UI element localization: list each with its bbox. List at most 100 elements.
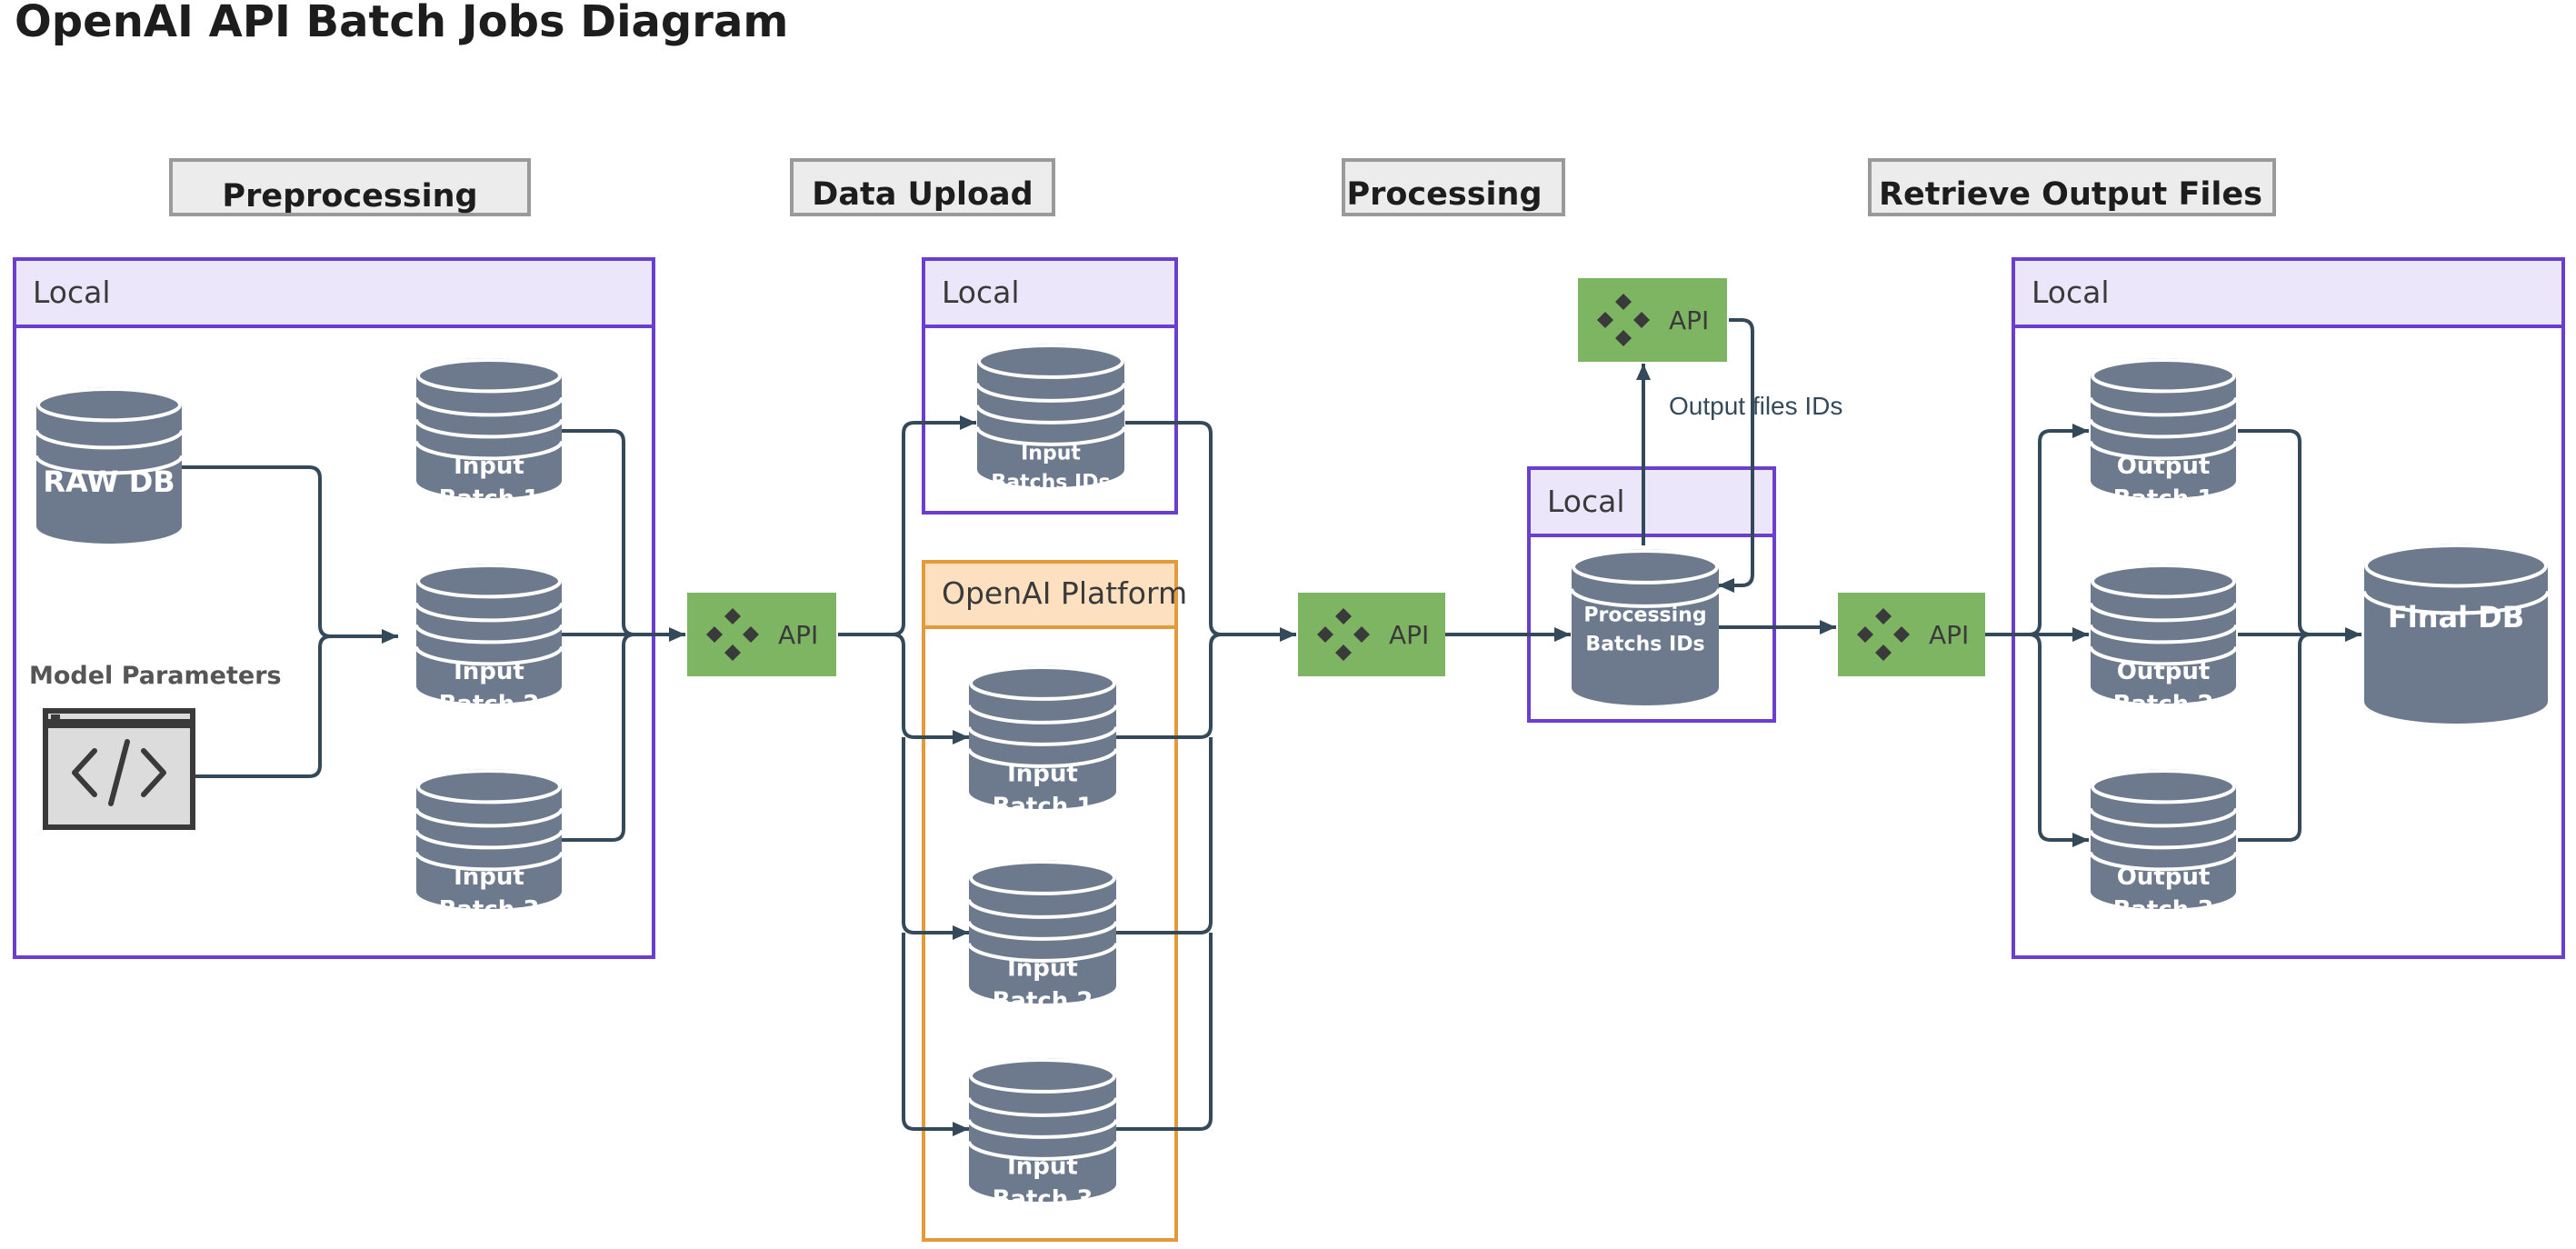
group-local-upload: Local bbox=[922, 257, 1178, 515]
edge-api-top-to-processing bbox=[1718, 318, 1754, 593]
database-ring bbox=[2089, 851, 2238, 872]
group-local-retrieve: Local bbox=[2012, 257, 2565, 959]
database-ring bbox=[2089, 440, 2238, 461]
api-label: API bbox=[1929, 620, 1969, 650]
edge-api3-to-output3 bbox=[2028, 633, 2089, 847]
api-diamonds-icon bbox=[1857, 608, 1910, 661]
group-openai-platform-title: OpenAI Platform bbox=[942, 575, 1187, 611]
database-ring bbox=[967, 1097, 1118, 1117]
database-label-line: Batch 2 bbox=[993, 987, 1093, 1014]
database-label-line: Input bbox=[1007, 760, 1078, 787]
api-label: API bbox=[778, 620, 818, 650]
group-local-preprocessing-title: Local bbox=[33, 275, 111, 310]
database-ring bbox=[414, 829, 564, 850]
database-label-line: Input bbox=[1007, 954, 1078, 982]
database-ring bbox=[967, 704, 1118, 724]
database-cylinder bbox=[2091, 358, 2236, 498]
group-local-processing: Local bbox=[1527, 466, 1776, 723]
api-retrieve-node: API bbox=[1838, 593, 1985, 676]
database-ring bbox=[414, 851, 564, 872]
api-nodes: API API API API bbox=[687, 278, 1985, 676]
database-top-rim bbox=[416, 564, 562, 599]
edge-openai-batch2-to-api2 bbox=[1116, 737, 1213, 934]
database-top-rim bbox=[2091, 769, 2236, 804]
database-ring bbox=[975, 426, 1126, 446]
database-ring bbox=[1570, 588, 1721, 608]
database-top-rim bbox=[977, 344, 1124, 379]
api-diamonds-icon bbox=[1597, 294, 1650, 346]
database-top-rim bbox=[969, 1058, 1116, 1094]
edge-output3-to-final bbox=[2238, 633, 2311, 842]
database-label-line: Final DB bbox=[2388, 600, 2524, 634]
database-label-line: Batchs IDs bbox=[1585, 633, 1704, 655]
database-top-rim bbox=[2364, 544, 2548, 588]
database-ring bbox=[35, 429, 184, 450]
database-top-rim bbox=[1572, 549, 1719, 585]
database-cylinder bbox=[416, 358, 562, 498]
database-top-rim bbox=[36, 387, 182, 423]
diagram-title: OpenAI API Batch Jobs Diagram bbox=[15, 0, 788, 47]
database-ring bbox=[414, 807, 564, 828]
database-label-line: Output bbox=[2117, 864, 2211, 891]
edge-label-output-files-ids: Output files IDs bbox=[1669, 392, 1842, 420]
database-label-line: Batchs IDs bbox=[991, 471, 1110, 494]
database-ring bbox=[967, 748, 1118, 768]
database-ring bbox=[2089, 396, 2238, 417]
database-ring bbox=[2089, 807, 2238, 828]
database-label-line: Input bbox=[1007, 1153, 1078, 1180]
database-ring bbox=[2089, 602, 2238, 623]
database-top-rim bbox=[2091, 358, 2236, 394]
database-top-rim bbox=[416, 769, 562, 804]
database-label-line: Batch 1 bbox=[2113, 485, 2214, 513]
edge-rawdb-to-batch2 bbox=[180, 465, 332, 638]
database-ring bbox=[2362, 590, 2550, 615]
edge-api1-to-batchids bbox=[892, 415, 976, 636]
edge-api1-to-openai-batch2 bbox=[902, 737, 969, 940]
api-diamonds-icon bbox=[1317, 608, 1370, 661]
database-ring bbox=[975, 383, 1126, 403]
api-label: API bbox=[1669, 305, 1709, 335]
api-diamonds-icon bbox=[706, 608, 759, 661]
edge-openai-batch3-to-api2 bbox=[1116, 933, 1213, 1131]
database-ring bbox=[414, 645, 564, 666]
edges: Output files IDs bbox=[180, 318, 2361, 1136]
phase-data-upload: Data Upload bbox=[790, 158, 1055, 216]
phase-preprocessing: Preprocessing bbox=[169, 158, 531, 216]
model-parameters: Model Parameters bbox=[29, 662, 282, 830]
edge-batch1-to-api1 bbox=[562, 429, 635, 636]
api-upload-node: API bbox=[687, 593, 836, 676]
database-label-line: Output bbox=[2117, 453, 2211, 480]
api-processing-node: API bbox=[1298, 593, 1445, 676]
database-label-line: Input bbox=[454, 453, 524, 480]
phase-data-upload-label: Data Upload bbox=[812, 176, 1033, 213]
database-ring bbox=[967, 899, 1118, 919]
database-final-db: Final DB bbox=[2362, 543, 2550, 724]
database-top-rim bbox=[969, 860, 1116, 895]
edge-api1-to-openai-batch1 bbox=[892, 633, 969, 744]
database-ring bbox=[967, 1141, 1118, 1161]
database-cylinder bbox=[977, 344, 1124, 487]
database-top-rim bbox=[416, 358, 562, 394]
database-label-line: Output bbox=[2117, 658, 2211, 685]
group-local-processing-title: Local bbox=[1547, 484, 1625, 519]
database-ring bbox=[967, 726, 1118, 746]
edge-api3-to-output1 bbox=[2028, 424, 2089, 636]
edge-params-to-batch2 bbox=[195, 634, 332, 778]
database-ring bbox=[2089, 645, 2238, 666]
phase-processing: Processing bbox=[1342, 158, 1565, 216]
api-label: API bbox=[1389, 620, 1429, 650]
database-cylinder bbox=[2364, 543, 2548, 724]
database-label-line: Batch 2 bbox=[439, 691, 540, 718]
database-ring bbox=[967, 921, 1118, 941]
database-cylinder bbox=[969, 860, 1116, 1004]
phase-preprocessing-label: Preprocessing bbox=[222, 178, 477, 215]
database-cylinder bbox=[2091, 564, 2236, 704]
database-ring bbox=[2089, 624, 2238, 644]
